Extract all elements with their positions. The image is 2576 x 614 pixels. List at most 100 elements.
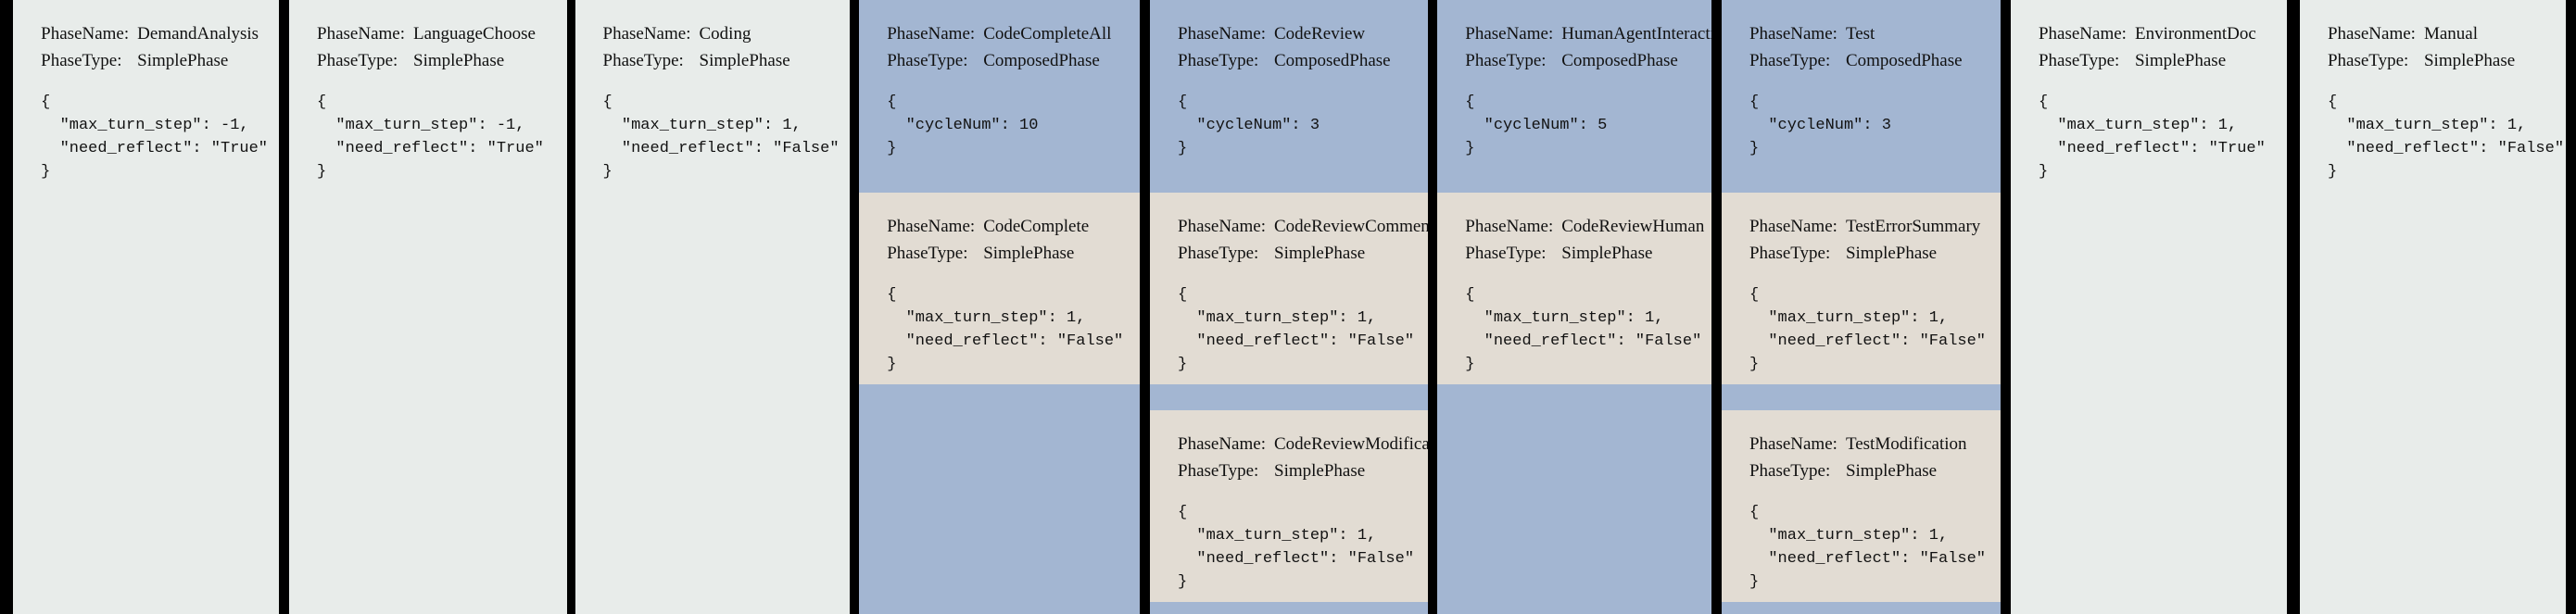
phase-name-label: PhaseName: [1465,217,1554,236]
phase-name-value: CodeCompleteAll [983,24,1112,44]
panel-divider [566,0,575,614]
panel-divider [1140,0,1150,614]
phase-type-label: PhaseType: [1178,461,1259,482]
phase-name-row: PhaseName:EnvironmentDoc [2039,20,2287,47]
phase-name-row: PhaseName:CodeCompleteAll [887,20,1140,47]
phase-type-row: PhaseType: SimplePhase [2328,47,2566,74]
phase-type-row: PhaseType:SimplePhase [1178,457,1428,484]
phase-name-value: Manual [2423,24,2479,44]
phase-type-label: PhaseType: [1749,461,1831,482]
panel-divider [2286,0,2300,614]
sub-phase-separator [1150,190,1428,193]
phase-config-json: { "max_turn_step": -1, "need_reflect": "… [41,93,269,182]
phase-name-label: PhaseName: [602,24,691,44]
phase-config-json: { "max_turn_step": 1, "need_reflect": "F… [2327,93,2565,182]
phase-type-label: PhaseType: [1178,244,1259,264]
phase-type-value: SimplePhase [137,51,229,71]
phase-type-label: PhaseType: [1178,51,1259,71]
phase-type-label: PhaseType: [2038,51,2120,71]
phase-type-value: SimplePhase [983,244,1075,264]
phase-type-label: PhaseType: [1749,244,1831,264]
sub-phase-separator [1721,384,2001,410]
phase-type-label: PhaseType: [1749,51,1831,71]
sub-phase-separator [1437,190,1712,193]
phase-panel-human-agent-interaction[interactable]: PhaseName: HumanAgentInteractionPhaseType… [1437,0,1712,614]
phase-name-value: TestErrorSummary [1845,217,1981,236]
phase-name-label: PhaseName: [887,217,976,236]
phase-config-json: { "cycleNum": 3 } [1178,93,1320,158]
phase-type-value: SimplePhase [413,51,505,71]
panel-divider [2001,0,2011,614]
phase-type-value: SimplePhase [2134,51,2227,71]
phase-name-value: DemandAnalysis [137,24,259,44]
phase-config-json: { "max_turn_step": 1, "need_reflect": "T… [2038,93,2266,182]
phase-config-json: { "max_turn_step": 1, "need_reflect": "F… [1749,285,1986,374]
phase-type-value: SimplePhase [699,51,790,71]
phase-name-value: Coding [699,24,751,44]
panel-divider [279,0,290,614]
phase-type-value: ComposedPhase [1561,51,1678,71]
phase-name-row: PhaseName: HumanAgentInteraction [1465,20,1711,47]
phase-name-value: CodeReviewHuman [1561,217,1705,236]
phase-name-value: LanguageChoose [413,24,536,44]
phase-type-row: PhaseType:ComposedPhase [1465,47,1711,74]
sub-phase-separator [1721,190,2001,193]
phase-type-label: PhaseType: [317,51,398,71]
phase-type-label: PhaseType: [887,244,968,264]
phase-type-value: SimplePhase [2423,51,2516,71]
phase-name-row: PhaseName:CodeReviewComment [1178,213,1428,240]
phase-name-row: PhaseName:CodeComplete [887,213,1140,240]
phase-name-label: PhaseName: [317,24,405,44]
phase-config-json: { "max_turn_step": 1, "need_reflect": "F… [1465,285,1702,374]
phase-name-row: PhaseName: CodeReview [1178,20,1428,47]
phase-type-row: PhaseType:SimplePhase [1178,240,1428,267]
phase-name-label: PhaseName: [1178,24,1266,44]
phase-type-label: PhaseType: [41,51,122,71]
phase-name-value: Test [1845,24,1875,44]
phase-block-code-review-modification: PhaseName: CodeReviewModificationPhaseTyp… [1150,410,1428,602]
phase-type-label: PhaseType: [2327,51,2409,71]
phase-type-label: PhaseType: [887,51,968,71]
panel-divider [1711,0,1722,614]
phase-config-json: { "cycleNum": 10 } [887,93,1039,158]
phase-type-row: PhaseType: ComposedPhase [1178,47,1428,74]
phase-config-json: { "max_turn_step": -1, "need_reflect": "… [317,93,544,182]
phase-name-row: PhaseName: LanguageChoose [317,20,567,47]
phase-name-value: CodeReview [1274,24,1366,44]
phase-config-json: { "max_turn_step": 1, "need_reflect": "F… [887,285,1124,374]
phase-config-json: { "max_turn_step": 1, "need_reflect": "F… [1749,503,1986,592]
phase-name-label: PhaseName: [1465,24,1554,44]
phase-name-value: CodeReviewModification [1274,434,1428,454]
phase-name-value: EnvironmentDoc [2134,24,2256,44]
phase-type-value: SimplePhase [1845,461,1938,482]
phase-type-row: PhaseType:SimplePhase [1465,240,1711,267]
sub-phase-separator [1150,384,1428,410]
phase-name-label: PhaseName: [1178,217,1266,236]
phase-name-label: PhaseName: [41,24,130,44]
phase-config-json: { "max_turn_step": 1, "need_reflect": "F… [1178,285,1415,374]
phase-name-value: HumanAgentInteraction [1561,24,1711,44]
phase-name-label: PhaseName: [1178,434,1266,454]
phase-type-value: ComposedPhase [1274,51,1391,71]
phase-name-row: PhaseName: Coding [603,20,850,47]
phase-name-label: PhaseName: [2327,24,2416,44]
phase-type-value: ComposedPhase [1845,51,1963,71]
phase-name-row: PhaseName:TestModification [1749,431,2001,457]
